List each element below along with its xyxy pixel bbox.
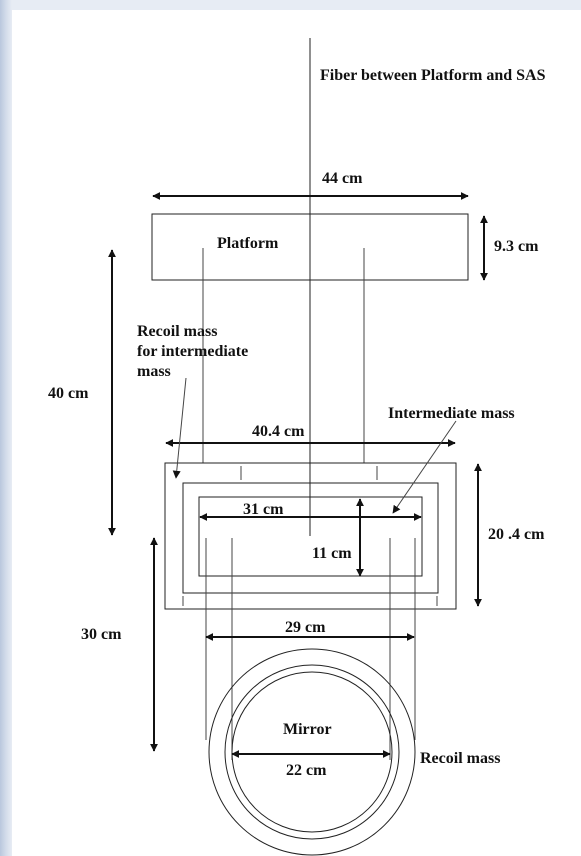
mirror-width-label: 22 cm	[286, 762, 327, 779]
width-40-4-label: 40.4 cm	[252, 423, 305, 440]
diagram-panel	[12, 10, 581, 856]
mirror-label: Mirror	[283, 721, 332, 738]
platform-box	[151, 213, 469, 281]
recoil-mass-label: Recoil mass	[420, 750, 500, 767]
recoil-mass-for-intermediate-box	[164, 462, 457, 610]
height-20-4-label: 20 .4 cm	[488, 526, 545, 543]
recoil-intermediate-label-line2: for intermediate	[137, 343, 248, 360]
height-30-label: 30 cm	[81, 626, 122, 643]
recoil-intermediate-leader	[172, 377, 187, 479]
fiber-label: Fiber between Platform and SAS	[320, 67, 546, 84]
recoil-intermediate-label-line1: Recoil mass	[137, 323, 217, 340]
intermediate-mass-leader	[392, 420, 457, 514]
recoil-intermediate-label-line3: mass	[137, 363, 171, 380]
intermediate-frame-box	[182, 482, 439, 594]
platform-label: Platform	[217, 235, 279, 252]
width-31-label: 31 cm	[243, 501, 284, 518]
mirror-inner-circle	[231, 671, 393, 833]
intermediate-mass-label: Intermediate mass	[388, 405, 515, 422]
width-29-label: 29 cm	[285, 619, 326, 636]
platform-height-label: 9.3 cm	[494, 238, 539, 255]
platform-width-label: 44 cm	[322, 170, 363, 187]
height-11-label: 11 cm	[312, 545, 352, 562]
mirror-outer-circle	[224, 664, 400, 840]
height-40-label: 40 cm	[48, 385, 89, 402]
intermediate-mass-box	[198, 496, 423, 577]
recoil-mass-circle	[208, 648, 416, 856]
